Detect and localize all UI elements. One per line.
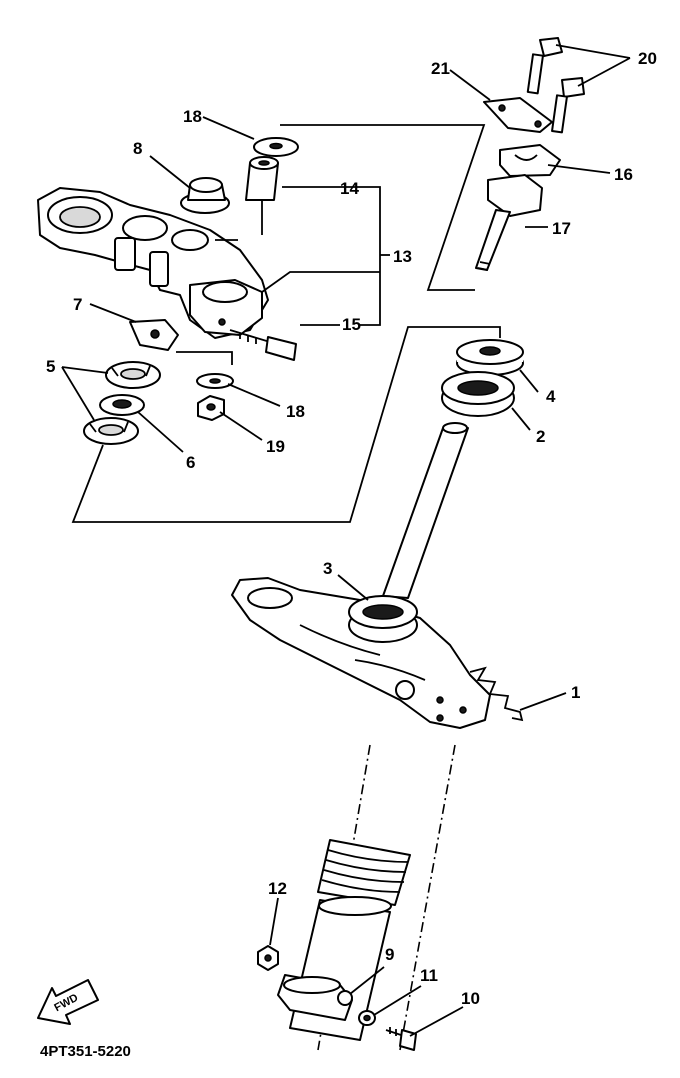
- label-part-2: 2: [536, 427, 546, 446]
- label-part-14: 14: [340, 179, 359, 198]
- steering-stem: [382, 422, 469, 599]
- label-part-18-lower: 18: [286, 402, 305, 421]
- part-20-bolt-left: [526, 37, 563, 95]
- label-part-10: 10: [461, 989, 480, 1008]
- label-part-17: 17: [552, 219, 571, 238]
- label-part-13: 13: [393, 247, 412, 266]
- label-part-9: 9: [385, 945, 395, 964]
- part-14-collar: [245, 156, 279, 201]
- under-bracket: [231, 577, 491, 729]
- part-1-cable-clip: [469, 666, 524, 722]
- part-7-cable-guide: [129, 319, 179, 351]
- part-5-ring-nut-lower: [83, 417, 139, 445]
- fwd-arrow-icon: [37, 979, 99, 1025]
- label-part-12: 12: [268, 879, 287, 898]
- drawing-code: 4PT351-5220: [40, 1043, 131, 1060]
- part-20-bolt-right: [551, 77, 585, 134]
- label-part-15: 15: [342, 315, 361, 334]
- part-5-ring-nut-upper: [105, 361, 161, 389]
- label-part-6: 6: [186, 453, 196, 472]
- part-10-bolt: [385, 1027, 417, 1051]
- part-16-handlebar-holder-upper: [499, 144, 561, 177]
- label-part-19: 19: [266, 437, 285, 456]
- part-9-fork-clamp: [277, 974, 353, 1021]
- label-part-18-top: 18: [183, 107, 202, 126]
- part-15-bolt: [229, 329, 297, 361]
- label-part-1: 1: [571, 683, 581, 702]
- leader-lines: [61, 44, 631, 1037]
- part-11-washer: [358, 1010, 376, 1026]
- part-21-plate: [483, 97, 553, 133]
- label-part-16: 16: [614, 165, 633, 184]
- part-8-crown-nut: [180, 177, 230, 214]
- part-3-bearing-lower: [348, 595, 418, 643]
- upper-bracket: [37, 187, 269, 339]
- label-part-21: 21: [431, 59, 450, 78]
- part-18-washer-lower: [196, 373, 234, 389]
- part-6-washer: [99, 394, 145, 416]
- label-part-20: 20: [638, 49, 657, 68]
- label-part-4: 4: [546, 387, 556, 406]
- label-part-3: 3: [323, 559, 333, 578]
- part-17-handlebar-holder-lower: [475, 174, 543, 271]
- part-4-bearing-cover: [456, 339, 524, 376]
- label-part-11: 11: [420, 966, 438, 985]
- label-part-7: 7: [73, 295, 83, 314]
- part-2-bearing-upper: [441, 371, 515, 417]
- part-19-nut: [197, 395, 225, 421]
- part-18-washer-top: [253, 137, 299, 157]
- label-part-5: 5: [46, 357, 56, 376]
- label-part-8: 8: [133, 139, 143, 158]
- part-12-nut: [257, 945, 279, 971]
